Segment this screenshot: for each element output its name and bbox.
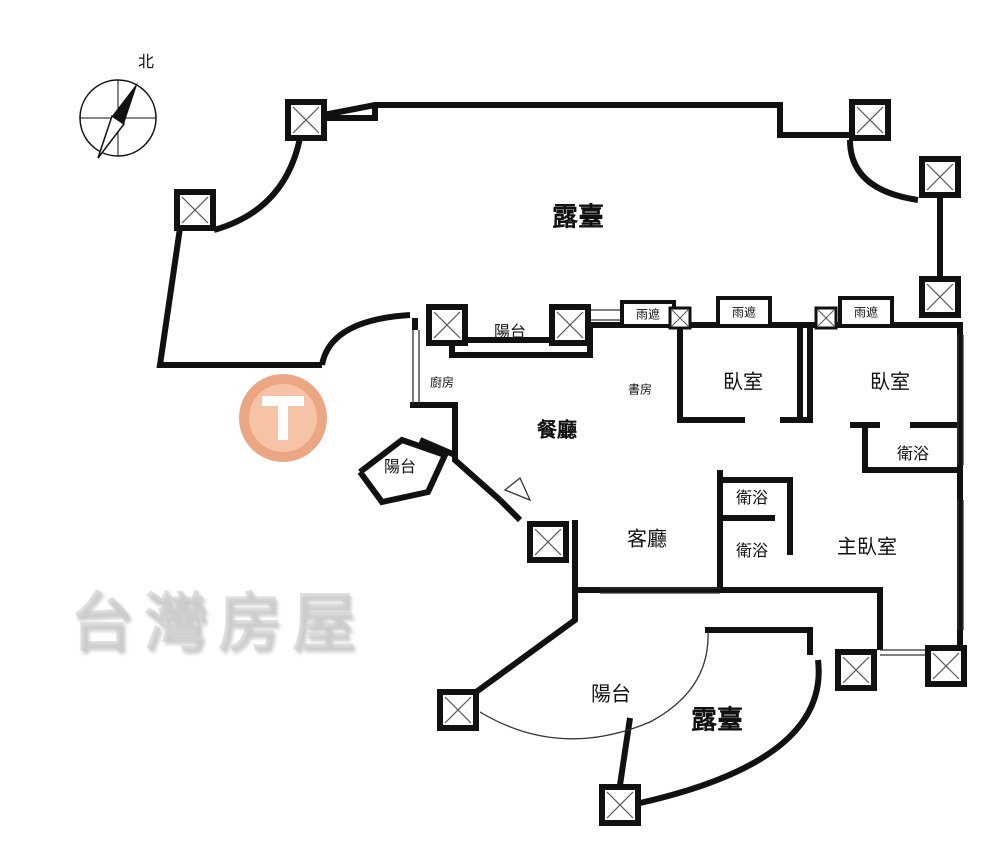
compass-icon [79, 79, 157, 159]
room-dining: 餐廳 [537, 417, 577, 442]
room-kitchen: 廚房 [429, 375, 455, 390]
room-terrace-south: 露臺 [690, 705, 744, 736]
watermark-logo [239, 374, 327, 462]
compass-north-label: 北 [137, 52, 155, 71]
room-bedroom-2: 臥室 [870, 369, 910, 394]
room-master-bedroom: 主臥室 [837, 534, 897, 559]
rain-shelter-3: 雨遮 [853, 305, 879, 320]
room-bath-1: 衛浴 [896, 444, 930, 463]
room-bedroom-1: 臥室 [723, 369, 763, 394]
rain-shelter-2: 雨遮 [731, 305, 757, 320]
room-bath-3: 衛浴 [735, 541, 769, 560]
room-living: 客廳 [627, 526, 667, 551]
room-study: 書房 [627, 382, 653, 397]
rain-shelter-1: 雨遮 [635, 307, 661, 322]
watermark-text: 台灣房屋 [70, 587, 366, 661]
room-terrace-north: 露臺 [551, 202, 605, 233]
room-balcony-south: 陽台 [591, 681, 631, 706]
room-balcony-north: 陽台 [493, 322, 527, 341]
room-bath-2: 衛浴 [735, 488, 769, 507]
room-balcony-kitchen: 陽台 [383, 457, 417, 476]
